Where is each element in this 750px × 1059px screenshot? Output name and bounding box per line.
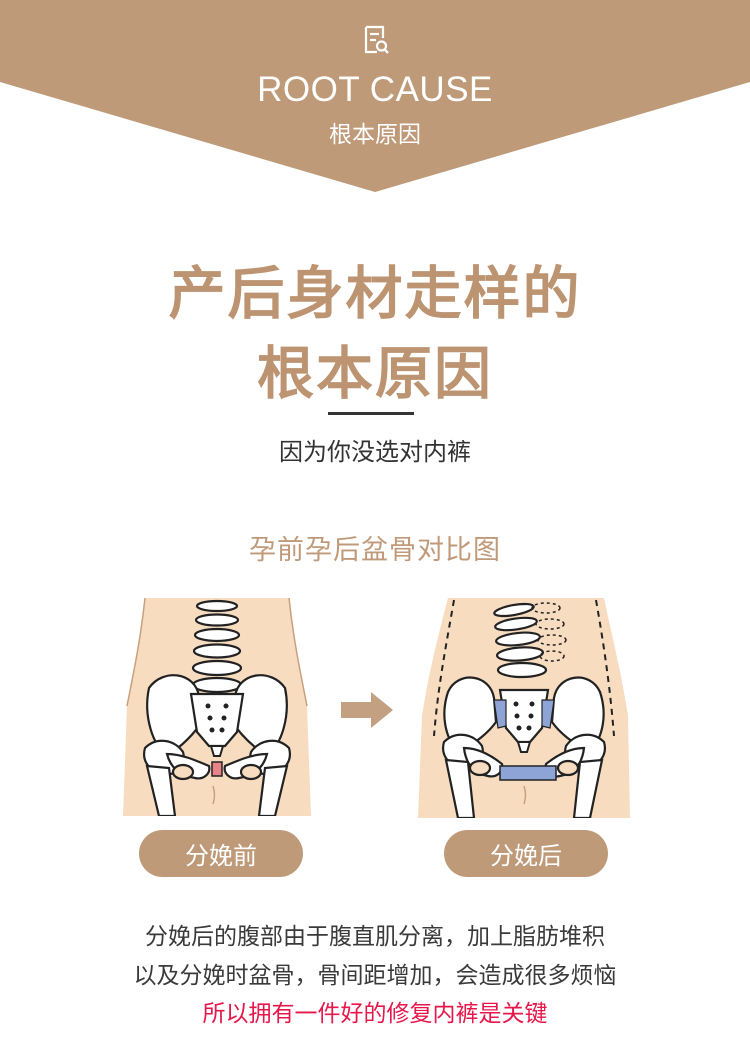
root-cause-banner: ROOT CAUSE 根本原因 <box>0 0 750 195</box>
document-search-icon <box>357 22 393 58</box>
pelvis-after-illustration <box>418 596 630 818</box>
banner-title: ROOT CAUSE <box>257 70 493 109</box>
tagline: 因为你没选对内裤 <box>279 438 471 466</box>
banner-subtitle: 根本原因 <box>329 122 421 148</box>
diagram-title: 孕前孕后盆骨对比图 <box>249 535 501 566</box>
right-arrow-icon <box>339 690 395 730</box>
after-birth-label: 分娩后 <box>444 830 608 877</box>
headline-line-2: 根本原因 <box>257 341 493 407</box>
pelvis-before-illustration <box>123 596 311 816</box>
before-birth-label: 分娩前 <box>139 830 303 877</box>
key-point: 所以拥有一件好的修复内裤是关键 <box>202 1001 548 1027</box>
banner-background <box>0 0 750 192</box>
explanation-line-1: 分娩后的腹部由于腹直肌分离，加上脂肪堆积 <box>145 924 605 950</box>
divider <box>328 412 414 415</box>
explanation-line-2: 以及分娩时盆骨，骨间距增加，会造成很多烦恼 <box>133 963 617 989</box>
headline-line-1: 产后身材走样的 <box>168 261 582 327</box>
